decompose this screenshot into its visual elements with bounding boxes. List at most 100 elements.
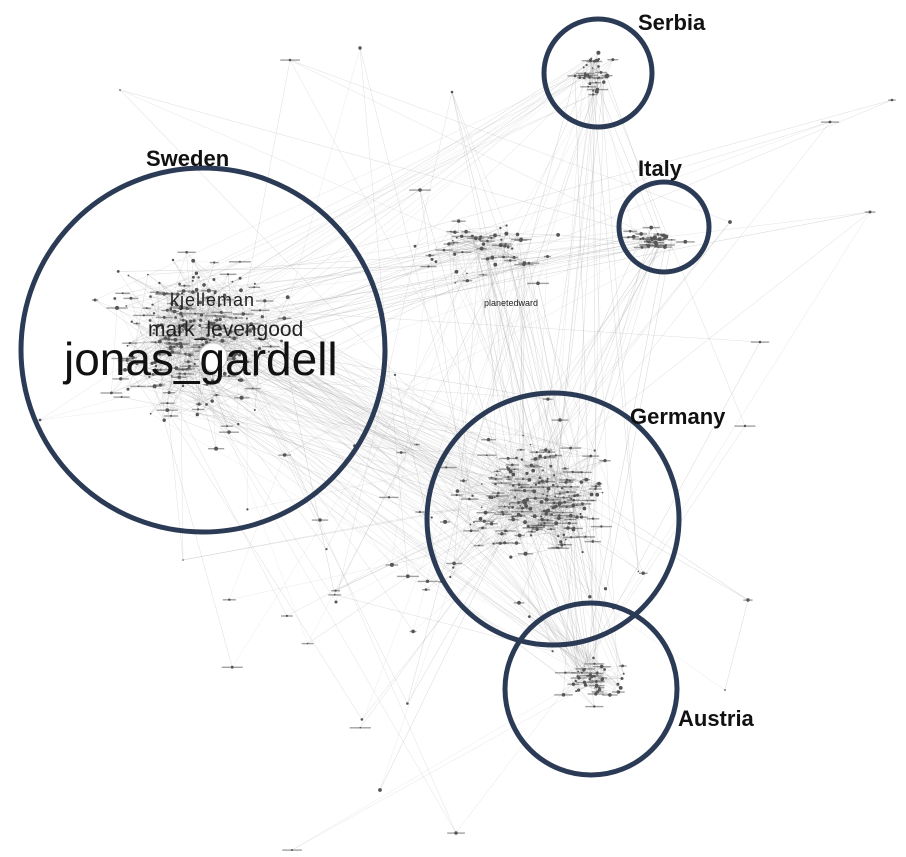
edge	[458, 220, 515, 258]
edge	[462, 252, 468, 281]
edge	[232, 281, 260, 349]
edge	[504, 517, 560, 544]
edge	[394, 374, 442, 582]
edge	[444, 455, 591, 523]
edge	[169, 316, 263, 344]
edge	[583, 246, 666, 670]
edge	[432, 253, 455, 260]
node	[525, 497, 529, 502]
cluster-rings	[18, 16, 712, 778]
edge	[491, 523, 501, 544]
edge	[207, 335, 428, 582]
edge	[444, 244, 667, 523]
edge	[214, 67, 584, 294]
node-label-mark	[507, 519, 519, 521]
edge	[214, 291, 237, 354]
edge	[182, 330, 217, 449]
edge	[451, 91, 644, 574]
edge	[226, 374, 256, 427]
node-label-mark	[254, 338, 269, 340]
node-label-mark	[599, 460, 611, 462]
node-label-mark	[510, 502, 527, 504]
edge	[192, 237, 652, 293]
node	[260, 315, 264, 319]
edge	[589, 678, 623, 680]
node-label-mark	[155, 293, 174, 295]
edge	[481, 464, 513, 508]
edge	[529, 479, 559, 537]
node	[232, 353, 237, 357]
node	[478, 237, 482, 241]
node-label-mark	[172, 367, 180, 369]
node-label-mark	[492, 244, 510, 246]
edge	[156, 370, 602, 667]
edge	[470, 515, 571, 532]
node-label-mark	[487, 256, 497, 259]
node	[579, 480, 583, 484]
edge	[192, 291, 219, 349]
node	[231, 280, 234, 283]
node-label-mark	[178, 369, 188, 371]
node-label-mark	[447, 832, 465, 834]
edge	[521, 459, 597, 487]
node-label-mark	[592, 666, 611, 668]
edge	[570, 234, 662, 538]
node-label-mark	[623, 236, 634, 239]
edge	[149, 320, 163, 329]
node-label-mark	[643, 240, 650, 242]
edge	[159, 354, 567, 508]
edge	[547, 520, 606, 589]
edge	[596, 492, 603, 674]
edge	[455, 273, 468, 283]
edge	[466, 264, 524, 274]
edge	[196, 289, 592, 678]
node-label-mark	[586, 60, 603, 63]
node-label-mark	[530, 515, 539, 517]
node	[546, 477, 549, 480]
node	[520, 458, 524, 461]
node	[542, 509, 546, 513]
edge	[472, 235, 520, 536]
edge	[453, 477, 541, 568]
edge	[189, 355, 208, 385]
edge	[254, 300, 266, 411]
edge	[547, 481, 598, 496]
edge	[128, 275, 177, 306]
node	[239, 288, 243, 293]
node	[522, 434, 524, 437]
node-label-mark	[409, 630, 417, 633]
node	[541, 469, 544, 472]
node-label-mark	[564, 518, 577, 521]
edge	[443, 249, 468, 281]
node	[559, 540, 563, 544]
node-label-mark	[650, 238, 666, 241]
node-label-mark	[539, 449, 553, 451]
node-label-mark	[396, 575, 419, 578]
node-label-mark	[576, 536, 595, 538]
node	[622, 672, 625, 675]
edge	[136, 323, 579, 672]
edge	[194, 313, 240, 356]
node	[519, 504, 522, 507]
node	[595, 492, 600, 497]
edge	[470, 523, 492, 532]
node-label-mark	[170, 306, 192, 308]
node-label-mark	[522, 486, 540, 488]
edge	[457, 490, 574, 501]
node	[552, 483, 555, 487]
node	[334, 600, 338, 604]
node	[237, 422, 240, 426]
node-label-jonas-gardell: jonas_gardell	[62, 333, 338, 385]
edge	[547, 478, 594, 501]
edge	[176, 304, 242, 381]
edge	[573, 341, 761, 685]
node-label-mark	[187, 291, 198, 293]
edge	[221, 312, 614, 608]
node	[455, 236, 458, 239]
edge	[182, 351, 269, 387]
node	[238, 353, 241, 357]
node-label-mark	[301, 642, 314, 645]
node-label-mark	[538, 522, 551, 524]
edge	[521, 459, 582, 483]
edge	[114, 282, 160, 299]
